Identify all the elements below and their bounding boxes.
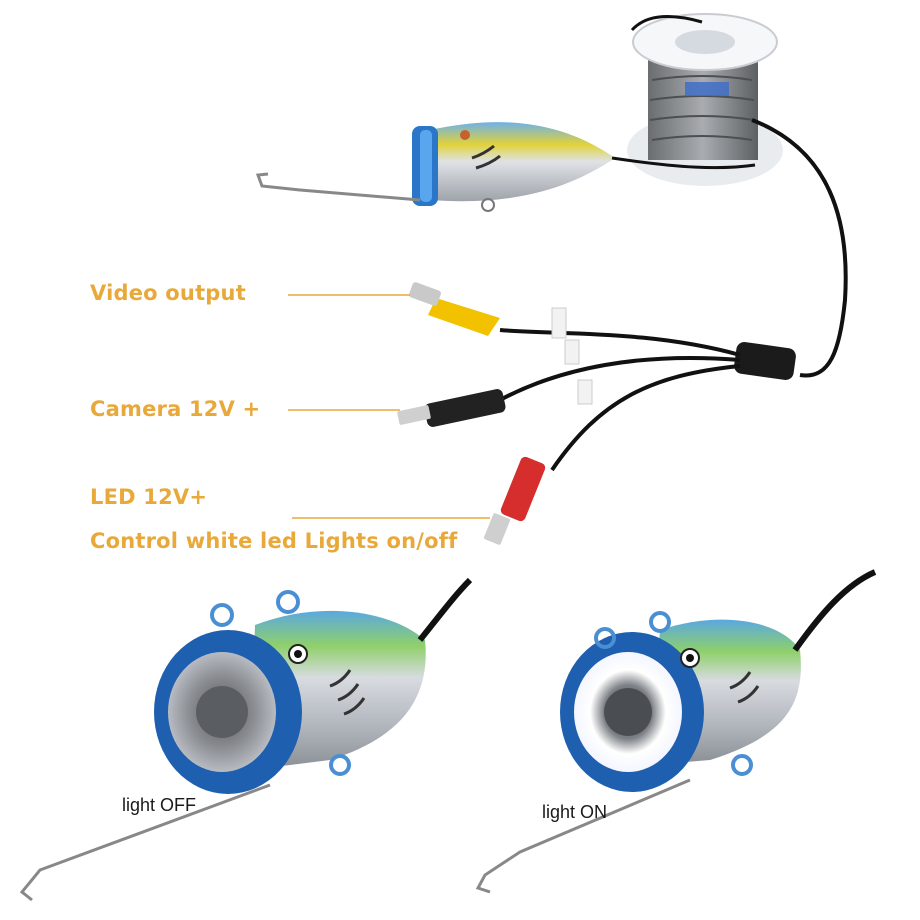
led-dc-connector [484, 456, 546, 545]
camera-dc-connector [397, 389, 506, 427]
camera-light-off [19, 577, 473, 902]
caption-light-on: light ON [542, 802, 608, 822]
cable-spool [627, 13, 783, 186]
callout-video-output: Video output [90, 281, 246, 305]
camera-light-on [475, 569, 877, 894]
caption-light-off: light OFF [122, 795, 197, 815]
connector-harness [397, 282, 796, 545]
main-cable [751, 118, 848, 378]
small-camera [255, 122, 756, 212]
rca-video-connector [409, 282, 500, 336]
callout-led-power: LED 12V+ [90, 485, 208, 509]
callout-led-control: Control white led Lights on/off [90, 529, 458, 553]
callout-camera-power: Camera 12V + [90, 397, 261, 421]
